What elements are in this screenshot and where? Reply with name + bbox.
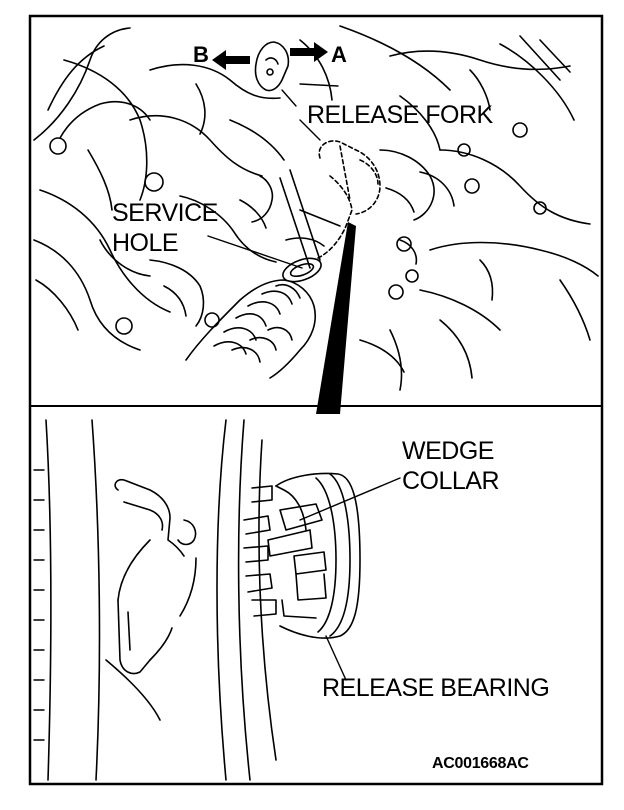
wedge-collar-label: WEDGE COLLAR — [402, 436, 500, 496]
top-panel-engine-view — [33, 25, 599, 391]
detail-callout-wedge — [316, 222, 356, 414]
wedge-collar-label-line-1: WEDGE — [402, 437, 494, 465]
direction-a-label: A — [331, 42, 347, 67]
direction-arrows — [212, 42, 328, 70]
service-hole-label-line-2: HOLE — [112, 229, 179, 257]
wedge-collar-label-line-2: COLLAR — [402, 467, 500, 495]
release-bearing-label: RELEASE BEARING — [322, 674, 550, 702]
figure-border — [28, 14, 604, 786]
service-hole-label: SERVICE HOLE — [112, 198, 218, 258]
figure-code: AC001668AC — [432, 755, 529, 772]
direction-b-label: B — [193, 42, 209, 67]
release-fork-label: RELEASE FORK — [307, 101, 493, 129]
arrow-b — [212, 50, 250, 70]
arrow-a — [290, 42, 328, 62]
service-hole-label-line-1: SERVICE — [112, 199, 218, 227]
bottom-panel-bearing-view — [33, 419, 401, 781]
